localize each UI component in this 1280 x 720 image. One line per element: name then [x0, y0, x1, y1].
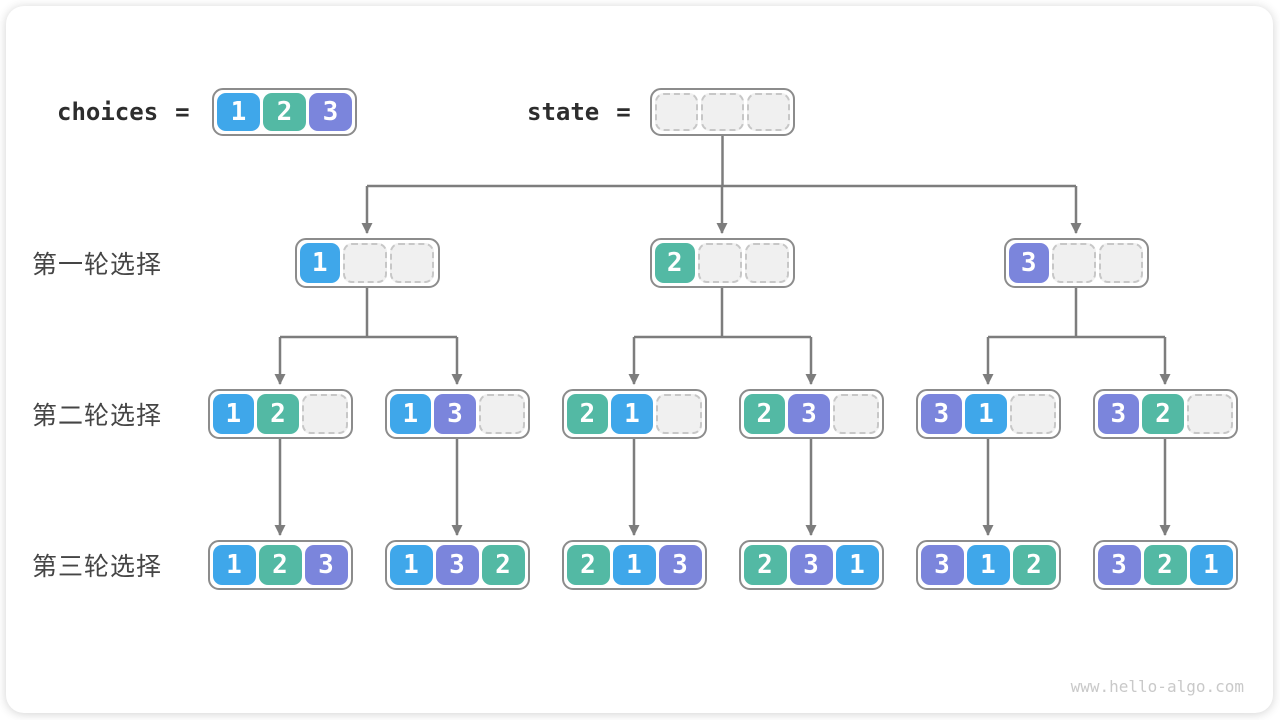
choices-declaration: choices =: [57, 88, 190, 136]
value-cell: 2: [1142, 394, 1184, 434]
value-cell: 2: [263, 93, 306, 131]
value-cell: 3: [920, 394, 963, 434]
row-label: 第一轮选择: [32, 251, 163, 279]
state-declaration: state =: [527, 88, 631, 136]
watermark: www.hello-algo.com: [1070, 677, 1244, 696]
value-cell: 3: [435, 545, 479, 585]
value-cell: 3: [1097, 394, 1140, 434]
empty-cell: [1051, 243, 1097, 283]
row-label: 第二轮选择: [32, 402, 163, 430]
equals-sign: =: [616, 98, 631, 126]
choices-label: choices: [57, 98, 159, 126]
value-cell: 1: [966, 545, 1010, 585]
value-cell: 2: [257, 394, 299, 434]
empty-cell: [747, 93, 790, 131]
state-box: 1: [294, 238, 440, 288]
value-cell: 3: [658, 545, 702, 585]
state-label: state: [527, 98, 600, 126]
value-cell: 2: [1143, 545, 1187, 585]
empty-cell: [832, 394, 879, 434]
value-cell: 2: [743, 545, 787, 585]
value-cell: 1: [612, 545, 656, 585]
equals-sign: =: [175, 98, 190, 126]
empty-cell: [478, 394, 525, 434]
empty-cell: [701, 93, 744, 131]
value-cell: 3: [789, 545, 833, 585]
empty-cell: [342, 243, 388, 283]
value-cell: 1: [217, 93, 260, 131]
empty-cell: [301, 394, 348, 434]
value-cell: 1: [1189, 545, 1233, 585]
value-cell: 3: [1097, 545, 1141, 585]
value-cell: 2: [743, 394, 786, 434]
empty-cell: [697, 243, 743, 283]
value-cell: 3: [309, 93, 352, 131]
value-cell: 1: [299, 243, 340, 283]
value-cell: 1: [212, 394, 255, 434]
value-cell: 2: [1012, 545, 1056, 585]
value-cell: 2: [566, 545, 610, 585]
value-cell: 2: [481, 545, 525, 585]
value-cell: 1: [835, 545, 879, 585]
empty-cell: [390, 243, 435, 283]
empty-cell: [1186, 394, 1233, 434]
empty-cell: [655, 93, 698, 131]
state-box: 3: [1003, 238, 1149, 288]
value-cell: 3: [304, 545, 348, 585]
value-cell: 1: [611, 394, 653, 434]
value-cell: 2: [258, 545, 302, 585]
state-array-box: [650, 88, 795, 136]
empty-cell: [1099, 243, 1144, 283]
value-cell: 2: [566, 394, 609, 434]
empty-cell: [655, 394, 702, 434]
state-box: 2: [649, 238, 795, 288]
empty-cell: [745, 243, 790, 283]
value-cell: 1: [389, 545, 433, 585]
value-cell: 3: [788, 394, 830, 434]
empty-cell: [1009, 394, 1056, 434]
value-cell: 1: [389, 394, 432, 434]
value-cell: 3: [434, 394, 476, 434]
value-cell: 1: [965, 394, 1007, 434]
value-cell: 3: [1008, 243, 1049, 283]
value-cell: 1: [212, 545, 256, 585]
row-label: 第三轮选择: [32, 553, 163, 581]
value-cell: 3: [920, 545, 964, 585]
value-cell: 2: [654, 243, 695, 283]
